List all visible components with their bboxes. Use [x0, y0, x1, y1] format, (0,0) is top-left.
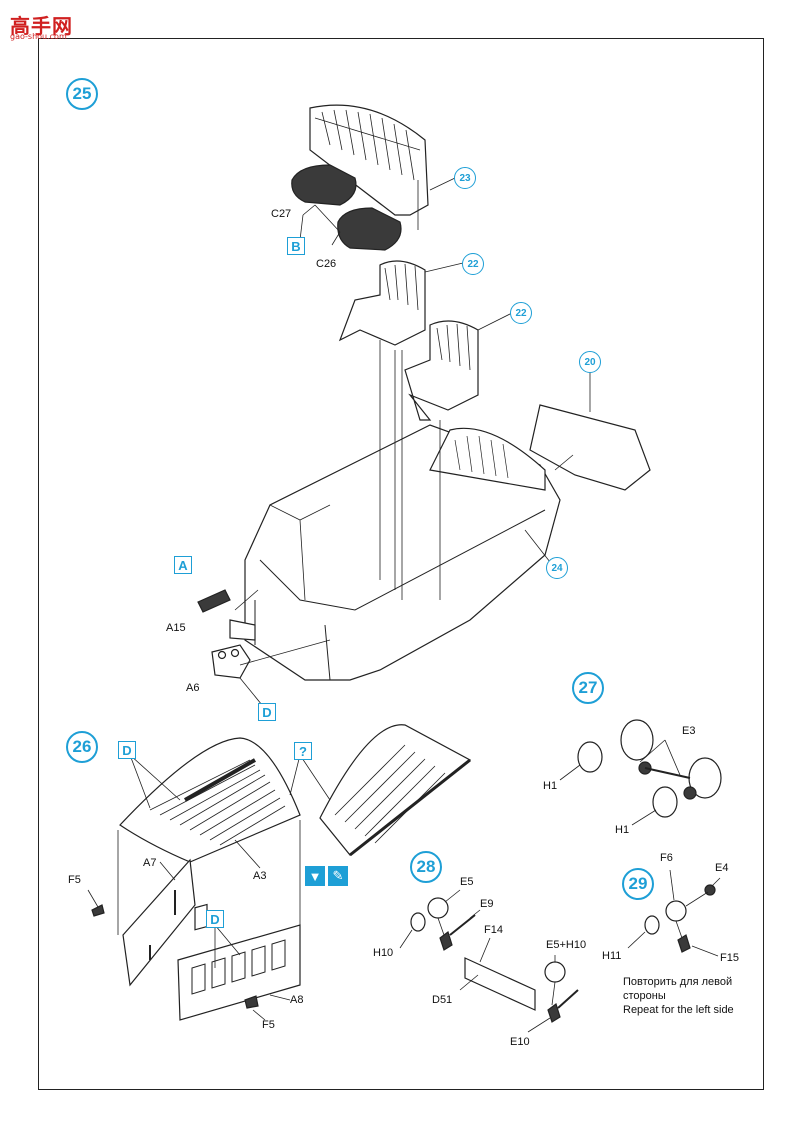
sprue-box-d-step25: D — [258, 703, 276, 721]
step-number-28: 28 — [410, 851, 442, 883]
sprue-box-d-step26a: D — [118, 741, 136, 759]
rear-seat-back — [309, 104, 429, 216]
label-e4: E4 — [715, 862, 729, 874]
headlight-bar-e3 — [644, 767, 691, 779]
rear-panel — [529, 404, 651, 491]
hood-top-a3 — [119, 737, 301, 863]
label-f15: F15 — [720, 952, 739, 964]
label-c27: C27 — [271, 208, 292, 220]
part-a6 — [211, 644, 251, 679]
option-arrow-down-icon: ▼ — [305, 866, 325, 886]
bracket-e9 — [439, 914, 476, 951]
sprue-box-b: B — [287, 237, 305, 255]
bracket-e10 — [547, 989, 579, 1023]
label-h1-left: H1 — [543, 780, 558, 792]
clip-f5 — [91, 904, 259, 1009]
step-ref-22a: 22 — [462, 253, 484, 275]
label-f6: F6 — [660, 852, 673, 864]
step-number-27: 27 — [572, 672, 604, 704]
front-seat-2 — [404, 320, 479, 421]
label-a15: A15 — [166, 622, 186, 634]
label-h10: H10 — [373, 947, 394, 959]
hood-side-a7 — [122, 858, 196, 987]
label-a8: A8 — [290, 994, 304, 1006]
plate-d51 — [464, 957, 536, 1011]
label-e5h10: E5+H10 — [546, 939, 587, 951]
hood-side-right — [319, 724, 472, 857]
part-a15 — [197, 589, 231, 613]
side-light-e5 — [410, 897, 449, 932]
step-ref-20: 20 — [579, 351, 601, 373]
label-d51: D51 — [432, 994, 453, 1006]
seat-cushion-c27 — [291, 164, 357, 206]
body-tub — [229, 424, 561, 681]
step-number-26: 26 — [66, 731, 98, 763]
label-e9: E9 — [480, 898, 494, 910]
sprue-box-d-step26b: D — [206, 910, 224, 928]
step-number-29: 29 — [622, 868, 654, 900]
watermark-sub: gao-shou.com — [10, 32, 67, 41]
step-ref-22b: 22 — [510, 302, 532, 324]
option-brush-icon: ✎ — [328, 866, 348, 886]
front-seat-1 — [338, 260, 426, 346]
repeat-note-ru-2: стороны — [623, 990, 666, 1002]
label-e5: E5 — [460, 876, 474, 888]
label-e3: E3 — [682, 725, 696, 737]
step-ref-24: 24 — [546, 557, 568, 579]
sprue-box-question: ? — [294, 742, 312, 760]
page-frame — [38, 38, 764, 1090]
sprue-box-a: A — [174, 556, 192, 574]
side-light-e5h10 — [544, 961, 566, 983]
step-number-25: 25 — [66, 78, 98, 110]
label-h1-bottom: H1 — [615, 824, 630, 836]
label-a6: A6 — [186, 682, 200, 694]
repeat-note-ru-1: Повторить для левой — [623, 976, 733, 988]
watermark-text: 高手网 — [10, 14, 73, 38]
headlight-left — [577, 719, 654, 775]
seat-cushion-c26 — [337, 207, 402, 251]
label-c26: C26 — [316, 258, 337, 270]
step-ref-23: 23 — [454, 167, 476, 189]
label-f5-left: F5 — [68, 874, 81, 886]
label-f5-bottom: F5 — [262, 1019, 275, 1031]
repeat-note-en: Repeat for the left side — [623, 1004, 734, 1016]
bracket-f15 — [677, 934, 691, 953]
watermark-logo: 高手网 gao-shou.com — [4, 4, 74, 41]
small-light-f6 — [644, 900, 687, 935]
label-f14: F14 — [484, 924, 503, 936]
label-h11: H11 — [602, 950, 622, 962]
label-a3: A3 — [253, 870, 267, 882]
headlight-right — [652, 757, 722, 818]
label-e10: E10 — [510, 1036, 530, 1048]
lens-e4 — [704, 884, 716, 896]
label-a7: A7 — [143, 857, 157, 869]
